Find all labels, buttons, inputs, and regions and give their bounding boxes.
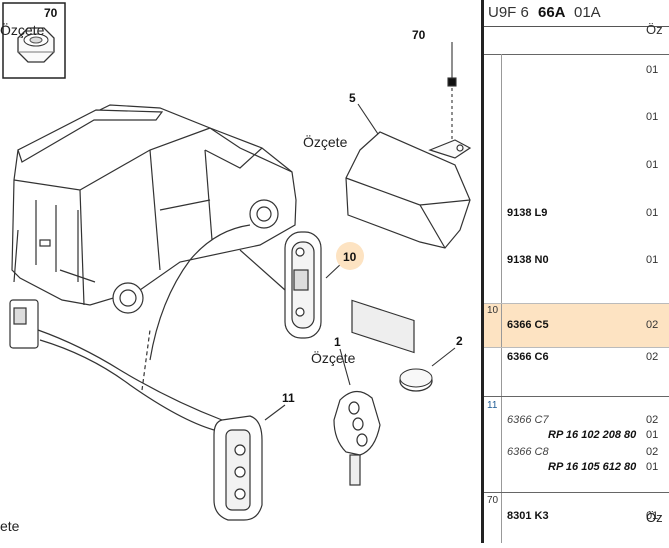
part-ref-8301-k3[interactable]: 8301 K3 xyxy=(507,510,549,522)
callout-11: 11 xyxy=(282,391,295,405)
row-qty: 01 xyxy=(646,159,659,171)
row-qty: 01 xyxy=(646,461,659,473)
row-qty: 01 xyxy=(646,207,659,219)
leader-lines xyxy=(264,42,457,421)
row-separator xyxy=(484,492,669,493)
row-qty: 02 xyxy=(646,351,659,363)
key-fob-1[interactable] xyxy=(333,390,381,486)
header-rule xyxy=(484,26,669,27)
nut-inset[interactable] xyxy=(2,2,66,79)
part-ref-6366-c5[interactable]: 6366 C5 xyxy=(507,319,549,331)
row-number-11: 11 xyxy=(487,400,498,411)
diagram-canvas: 70 xyxy=(2,2,472,521)
row-separator xyxy=(484,347,669,348)
row-number-10: 10 xyxy=(487,305,499,316)
callout-70: 70 xyxy=(412,28,426,42)
callout-2: 2 xyxy=(456,334,463,348)
row-separator xyxy=(484,303,669,304)
callout-5: 5 xyxy=(349,91,356,105)
row-separator xyxy=(484,396,669,397)
row-qty: 02 xyxy=(646,319,659,331)
row-qty: 01 xyxy=(646,510,659,522)
callout-10-highlight xyxy=(336,242,364,270)
part-ref-9138-n0[interactable]: 9138 N0 xyxy=(507,254,549,266)
part-ref-rp-16-102-208-80[interactable]: RP 16 102 208 80 xyxy=(548,429,637,441)
header-code-1: U9F 6 xyxy=(488,4,529,21)
highlight-row-10 xyxy=(484,303,669,347)
row-qty: 02 xyxy=(646,446,659,458)
ozcete-label-bottom: ete xyxy=(0,518,20,534)
part-ref-6366-c7[interactable]: 6366 C7 xyxy=(507,414,549,426)
callout-1: 1 xyxy=(334,335,341,349)
header-code-3: 01A xyxy=(574,4,601,21)
row-separator xyxy=(484,54,669,55)
control-module-5[interactable] xyxy=(345,131,472,354)
callout-70-inset: 70 xyxy=(44,6,58,20)
door-handle-10[interactable] xyxy=(284,231,322,339)
panel-header: U9F 6 66A 01A xyxy=(484,0,669,26)
row-qty: 01 xyxy=(646,429,659,441)
row-qty: 01 xyxy=(646,64,659,76)
row-qty: 02 xyxy=(646,414,659,426)
row-number-70: 70 xyxy=(487,495,499,506)
row-ozcete: Öz xyxy=(646,510,663,525)
battery-2[interactable] xyxy=(399,368,433,392)
van-illustration xyxy=(11,104,297,314)
part-ref-9138-l9[interactable]: 9138 L9 xyxy=(507,207,548,219)
panel-divider xyxy=(481,0,484,543)
sensor-connector[interactable] xyxy=(9,299,39,349)
callout-10: 10 xyxy=(343,250,357,264)
part-ref-6366-c8[interactable]: 6366 C8 xyxy=(507,446,549,458)
parts-diagram: 70 xyxy=(0,2,472,534)
header-code-2: 66A xyxy=(538,4,566,21)
wiring-harness xyxy=(37,224,286,431)
row-qty: 01 xyxy=(646,254,659,266)
ozcete-label-inset: Özçete xyxy=(0,22,45,38)
column-line xyxy=(501,54,502,543)
row-qty: 01 xyxy=(646,111,659,123)
rear-handle-11[interactable] xyxy=(213,415,263,521)
part-ref-rp-16-105-612-80[interactable]: RP 16 105 612 80 xyxy=(548,461,637,473)
part-ref-6366-c6[interactable]: 6366 C6 xyxy=(507,351,549,363)
header-sub: Öz xyxy=(646,22,663,37)
parts-list-panel: U9F 6 66A 01A Öz 01 01 01 9138 L9 01 913… xyxy=(484,0,669,543)
ozcete-label-module: Özçete xyxy=(303,134,348,150)
ozcete-label-key: Özçete xyxy=(311,350,356,366)
